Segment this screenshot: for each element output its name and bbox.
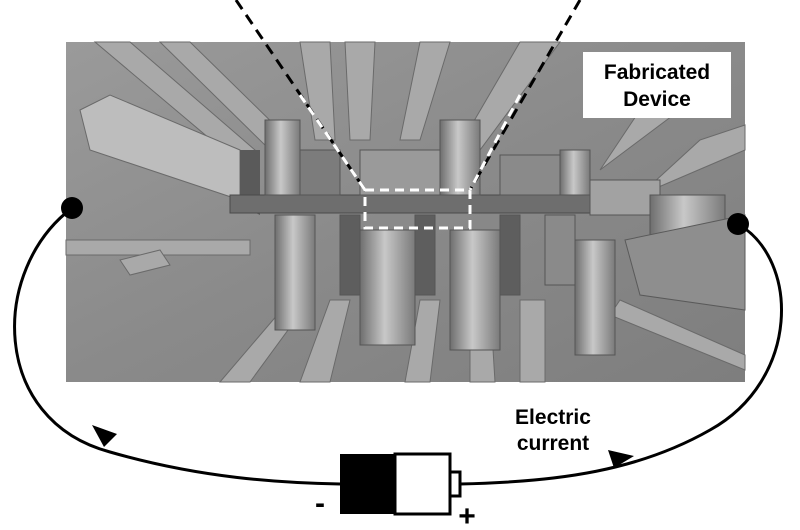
- wire-right: [459, 222, 783, 486]
- plus-sign: +: [458, 500, 476, 530]
- minus-sign: -: [315, 487, 325, 520]
- device-label-box: Fabricated Device: [583, 52, 731, 118]
- current-label-line2: current: [517, 432, 589, 455]
- device-bar: [229, 194, 591, 214]
- battery-terminal: [448, 470, 462, 498]
- callout-box: [363, 188, 472, 230]
- current-label-line1: Electric: [515, 406, 591, 429]
- zoom-lines: [234, 0, 582, 191]
- device-label-line2: Device: [623, 88, 691, 111]
- right-plate: [624, 214, 746, 311]
- battery-positive-half: [393, 452, 452, 516]
- bottom-pillars: [274, 214, 616, 356]
- contact-dot-right: [727, 213, 749, 235]
- contact-dot-left: [61, 197, 83, 219]
- arrow-head-right: [608, 450, 634, 468]
- wire-left: [13, 206, 341, 486]
- device-label-background: [583, 52, 731, 118]
- arrow-head-left: [92, 425, 117, 447]
- battery: [340, 452, 462, 516]
- circuit-wire: [13, 206, 783, 486]
- device-label-line1: Fabricated: [604, 61, 710, 84]
- top-pillars: [264, 119, 726, 241]
- battery-negative-half: [340, 454, 395, 514]
